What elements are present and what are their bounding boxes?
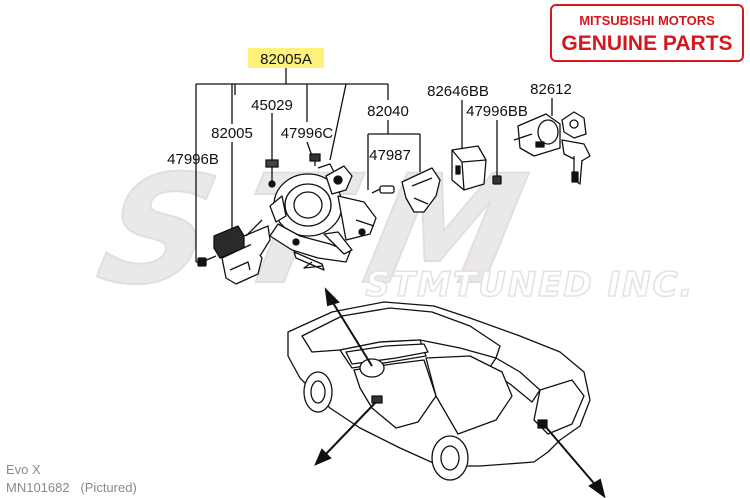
label-47996BB: 47996BB: [466, 103, 528, 120]
label-82005: 82005: [211, 125, 253, 142]
badge-line2: GENUINE PARTS: [561, 32, 732, 55]
assembly-highlight: [248, 48, 324, 68]
car-dashboard: [345, 343, 429, 365]
callout-labels: 82005A 45029 82005 47996C 47996B 82040 4…: [167, 51, 572, 168]
watermark: STM STMTUNED INC.: [85, 142, 694, 319]
car-illustration: [287, 301, 591, 481]
car-trunk-latch: [537, 419, 548, 429]
car-rear-door: [425, 355, 513, 435]
part-82040-pin: [371, 185, 395, 194]
label-45029: 45029: [251, 97, 293, 114]
label-82040: 82040: [367, 103, 409, 120]
label-47996B: 47996B: [167, 151, 219, 168]
part-47996BB-screw: [492, 175, 502, 185]
arrow-down-left: [323, 401, 377, 457]
label-82646BB: 82646BB: [427, 83, 489, 100]
caption-part-number: MN101682 (Pictured): [6, 480, 137, 495]
car-door-switch: [371, 395, 383, 404]
label-47987: 47987: [369, 147, 411, 164]
genuine-parts-badge: MITSUBISHI MOTORS GENUINE PARTS: [550, 4, 744, 62]
part-47996B-screw: [197, 255, 217, 267]
car-steering-wheel: [359, 358, 385, 378]
part-82612-ignition-cylinder: [513, 111, 591, 185]
part-82005-module: [213, 219, 271, 285]
part-45029-screw: [265, 159, 279, 188]
part-column-assembly: [269, 163, 377, 271]
location-arrows: [314, 287, 606, 498]
arrow-down-right: [544, 425, 599, 489]
part-47996C-screw: [309, 153, 321, 166]
watermark-small: STMTUNED INC.: [365, 265, 694, 305]
caption-model: Evo X: [6, 462, 41, 477]
exploded-parts: [197, 111, 591, 285]
label-82005A: 82005A: [260, 51, 312, 68]
leader-lines: [195, 68, 553, 263]
label-82612: 82612: [530, 81, 572, 98]
badge-line1: MITSUBISHI MOTORS: [579, 13, 715, 28]
part-82646BB-module: [451, 145, 487, 191]
label-47996C: 47996C: [281, 125, 334, 142]
badge-frame: [550, 4, 744, 62]
part-47987-cover: [401, 167, 441, 213]
arrow-up-left: [329, 297, 373, 367]
